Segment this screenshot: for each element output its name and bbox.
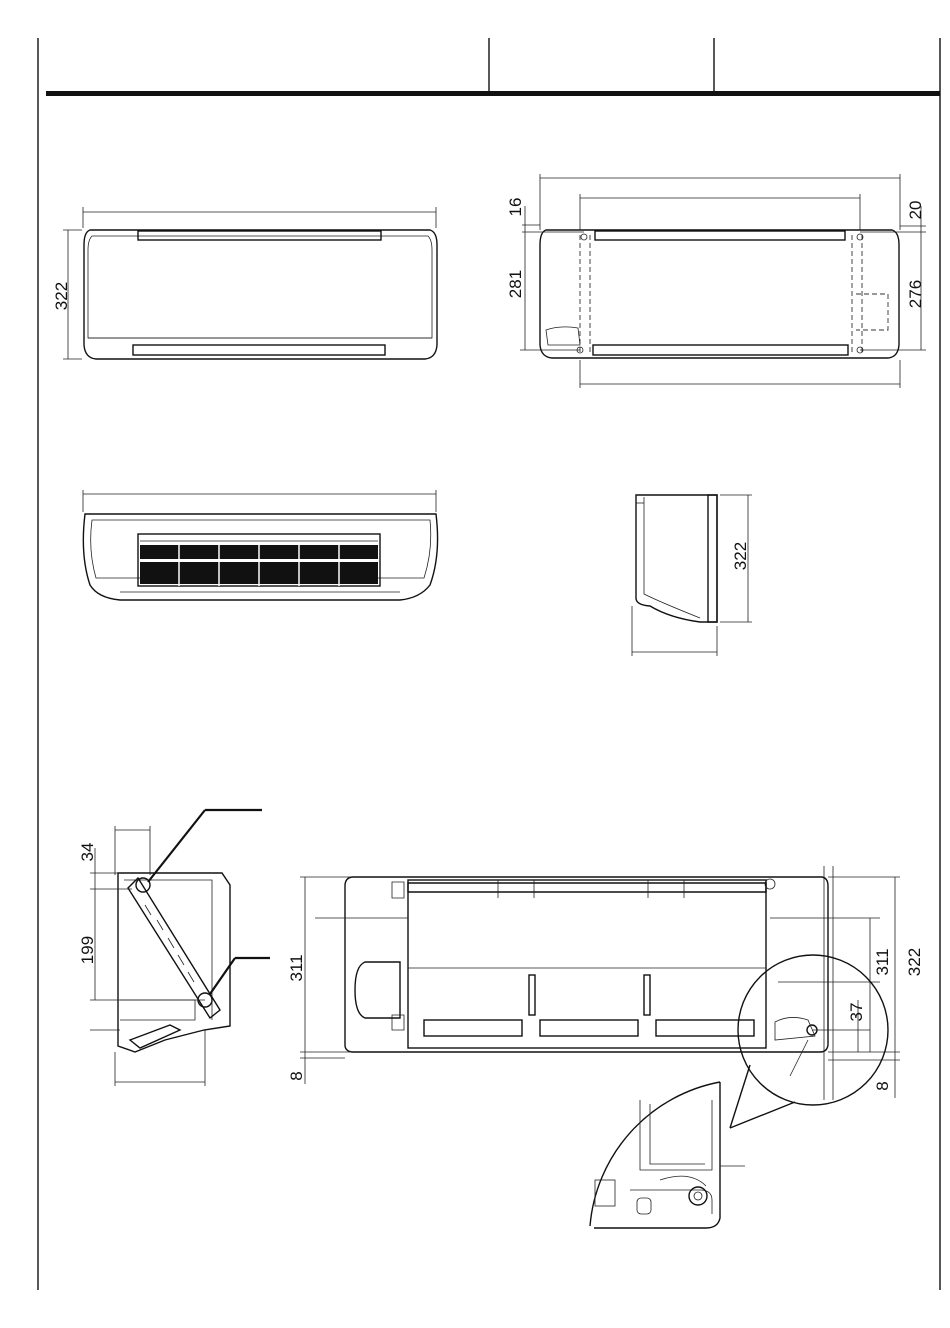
- side-view: 322: [632, 495, 752, 656]
- back-right-height-label: 276: [906, 280, 925, 308]
- back-top-right-label: 20: [906, 201, 925, 220]
- detail-callout: [590, 955, 888, 1228]
- front-view: 322: [52, 207, 437, 359]
- front-height-label: 322: [52, 282, 71, 310]
- mount-plate-view: 311 8 311 322 37 8: [287, 866, 924, 1100]
- side-height-label: 322: [731, 542, 750, 570]
- plate-left-bottom-label: 8: [287, 1071, 306, 1080]
- bottom-view: [83, 490, 438, 600]
- plate-left-height-label: 311: [287, 954, 306, 981]
- plate-pipe-offset-label: 37: [847, 1003, 866, 1022]
- back-top-left-label: 16: [506, 198, 525, 217]
- bracket-side-label: 199: [78, 936, 97, 964]
- bracket-top-label: 34: [78, 843, 97, 862]
- back-view: 16 281 20 276: [506, 174, 926, 388]
- plate-right-inner-label: 311: [873, 948, 892, 975]
- plate-right-total-label: 322: [905, 948, 924, 976]
- plate-right-bottom-label: 8: [873, 1081, 892, 1090]
- title-block: [38, 38, 940, 1290]
- bracket-view: 34 199: [78, 810, 270, 1086]
- back-left-height-label: 281: [506, 270, 525, 298]
